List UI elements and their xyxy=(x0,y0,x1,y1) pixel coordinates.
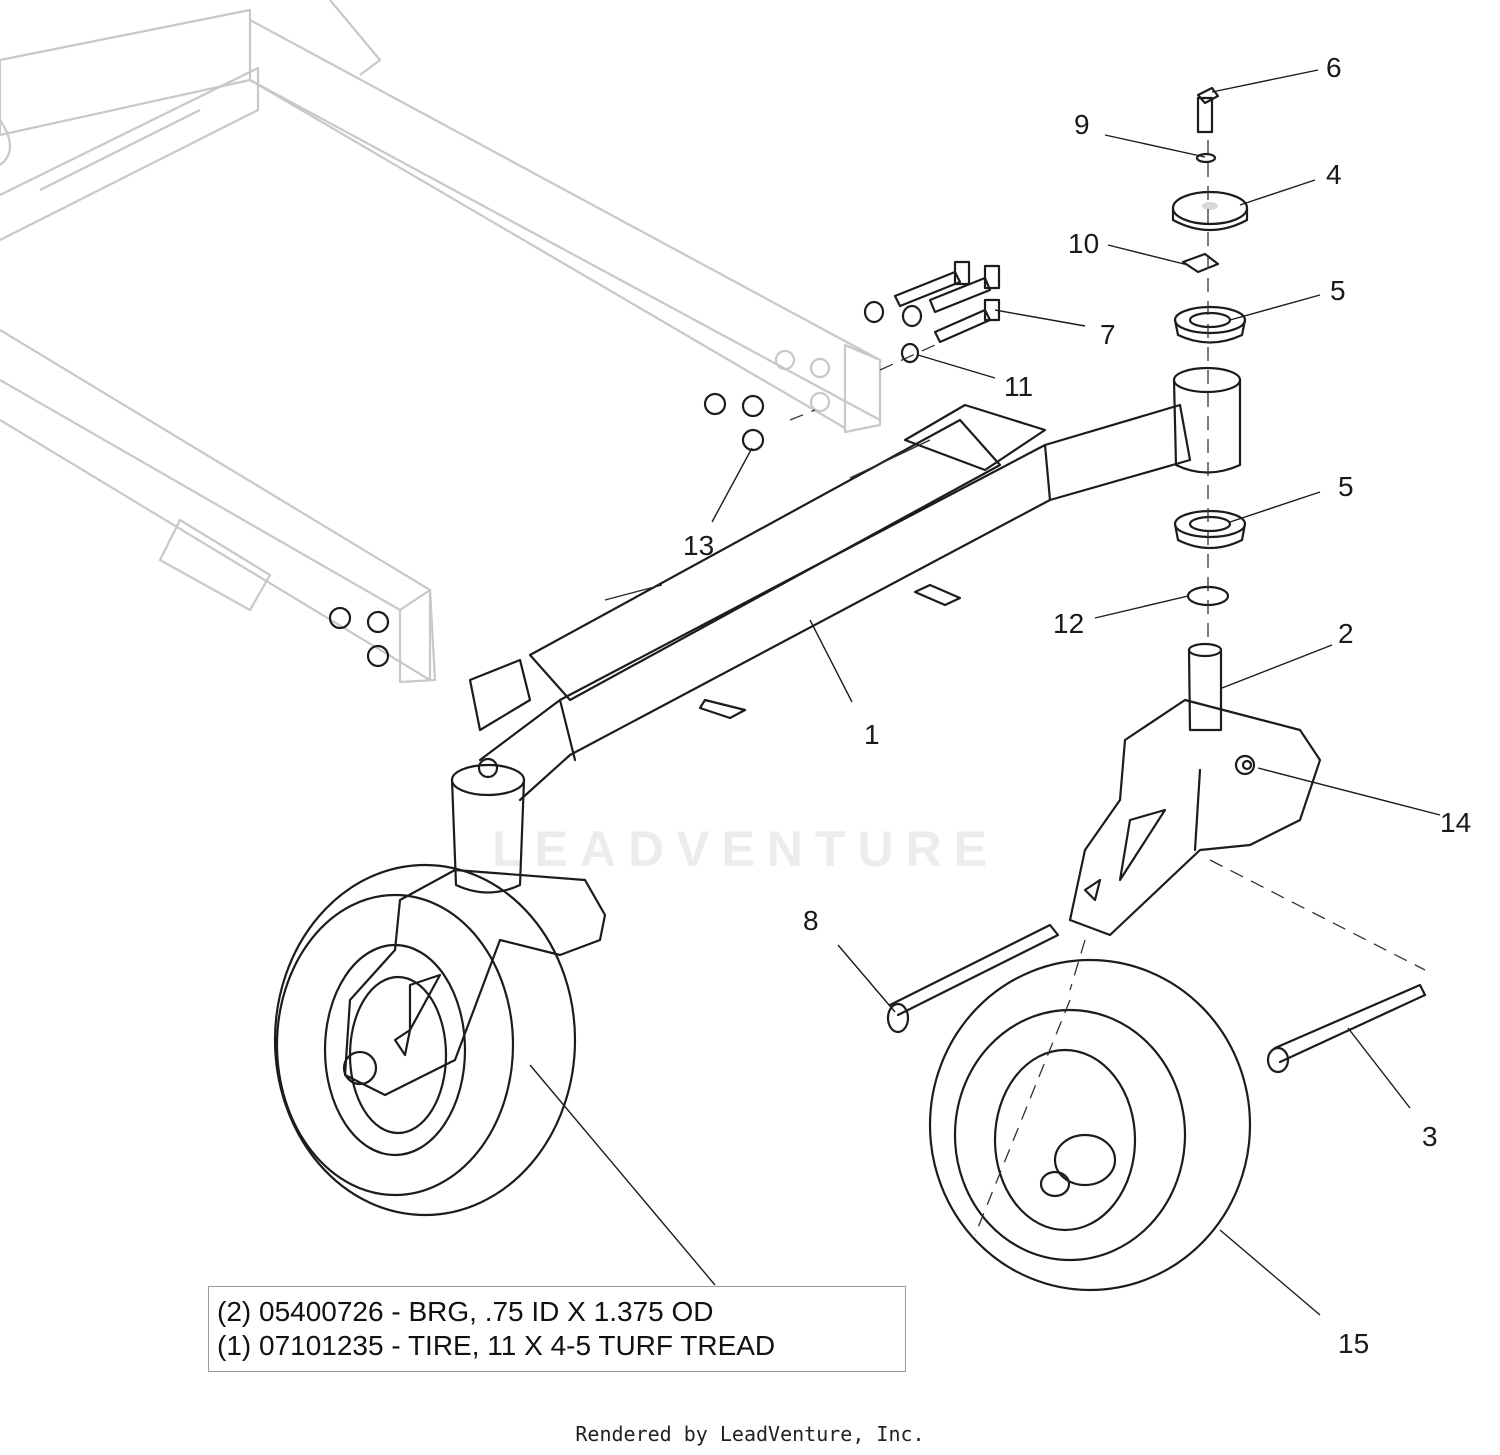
render-credit: Rendered by LeadVenture, Inc. xyxy=(575,1422,925,1446)
callout-3: 3 xyxy=(1422,1121,1438,1152)
pivot-hardware-stack xyxy=(1171,86,1249,640)
right-fork xyxy=(1068,642,1426,991)
callout-8: 8 xyxy=(803,905,819,936)
callout-5-lower: 5 xyxy=(1338,471,1354,502)
callout-7: 7 xyxy=(1100,319,1116,350)
parts-note-box: (2) 05400726 - BRG, .75 ID X 1.375 OD (1… xyxy=(208,1286,906,1372)
callout-2: 2 xyxy=(1338,618,1354,649)
left-caster-assembly xyxy=(273,757,607,1217)
callout-4: 4 xyxy=(1326,159,1342,190)
callout-10: 10 xyxy=(1068,228,1099,259)
callout-14: 14 xyxy=(1440,807,1471,838)
note-bearing: (2) 05400726 - BRG, .75 ID X 1.375 OD xyxy=(217,1296,714,1327)
callout-1: 1 xyxy=(864,719,880,750)
callout-11: 11 xyxy=(1004,371,1033,402)
frame-hardware xyxy=(703,260,1001,452)
watermark-text: LEADVENTURE xyxy=(492,821,999,877)
right-wheel-exploded xyxy=(886,923,1427,1292)
callout-15: 15 xyxy=(1338,1328,1369,1359)
callout-12: 12 xyxy=(1053,608,1084,639)
leader-lines xyxy=(529,69,1441,1316)
callout-9: 9 xyxy=(1074,109,1090,140)
note-tire: (1) 07101235 - TIRE, 11 X 4-5 TURF TREAD xyxy=(217,1330,776,1361)
mower-frame xyxy=(0,0,882,684)
axle-beam xyxy=(468,403,1192,802)
callout-13: 13 xyxy=(683,530,714,561)
callout-6: 6 xyxy=(1326,52,1342,83)
callout-5-upper: 5 xyxy=(1330,275,1346,306)
callouts: 1 2 3 4 5 5 6 7 8 9 10 11 12 13 14 15 xyxy=(683,52,1471,1359)
